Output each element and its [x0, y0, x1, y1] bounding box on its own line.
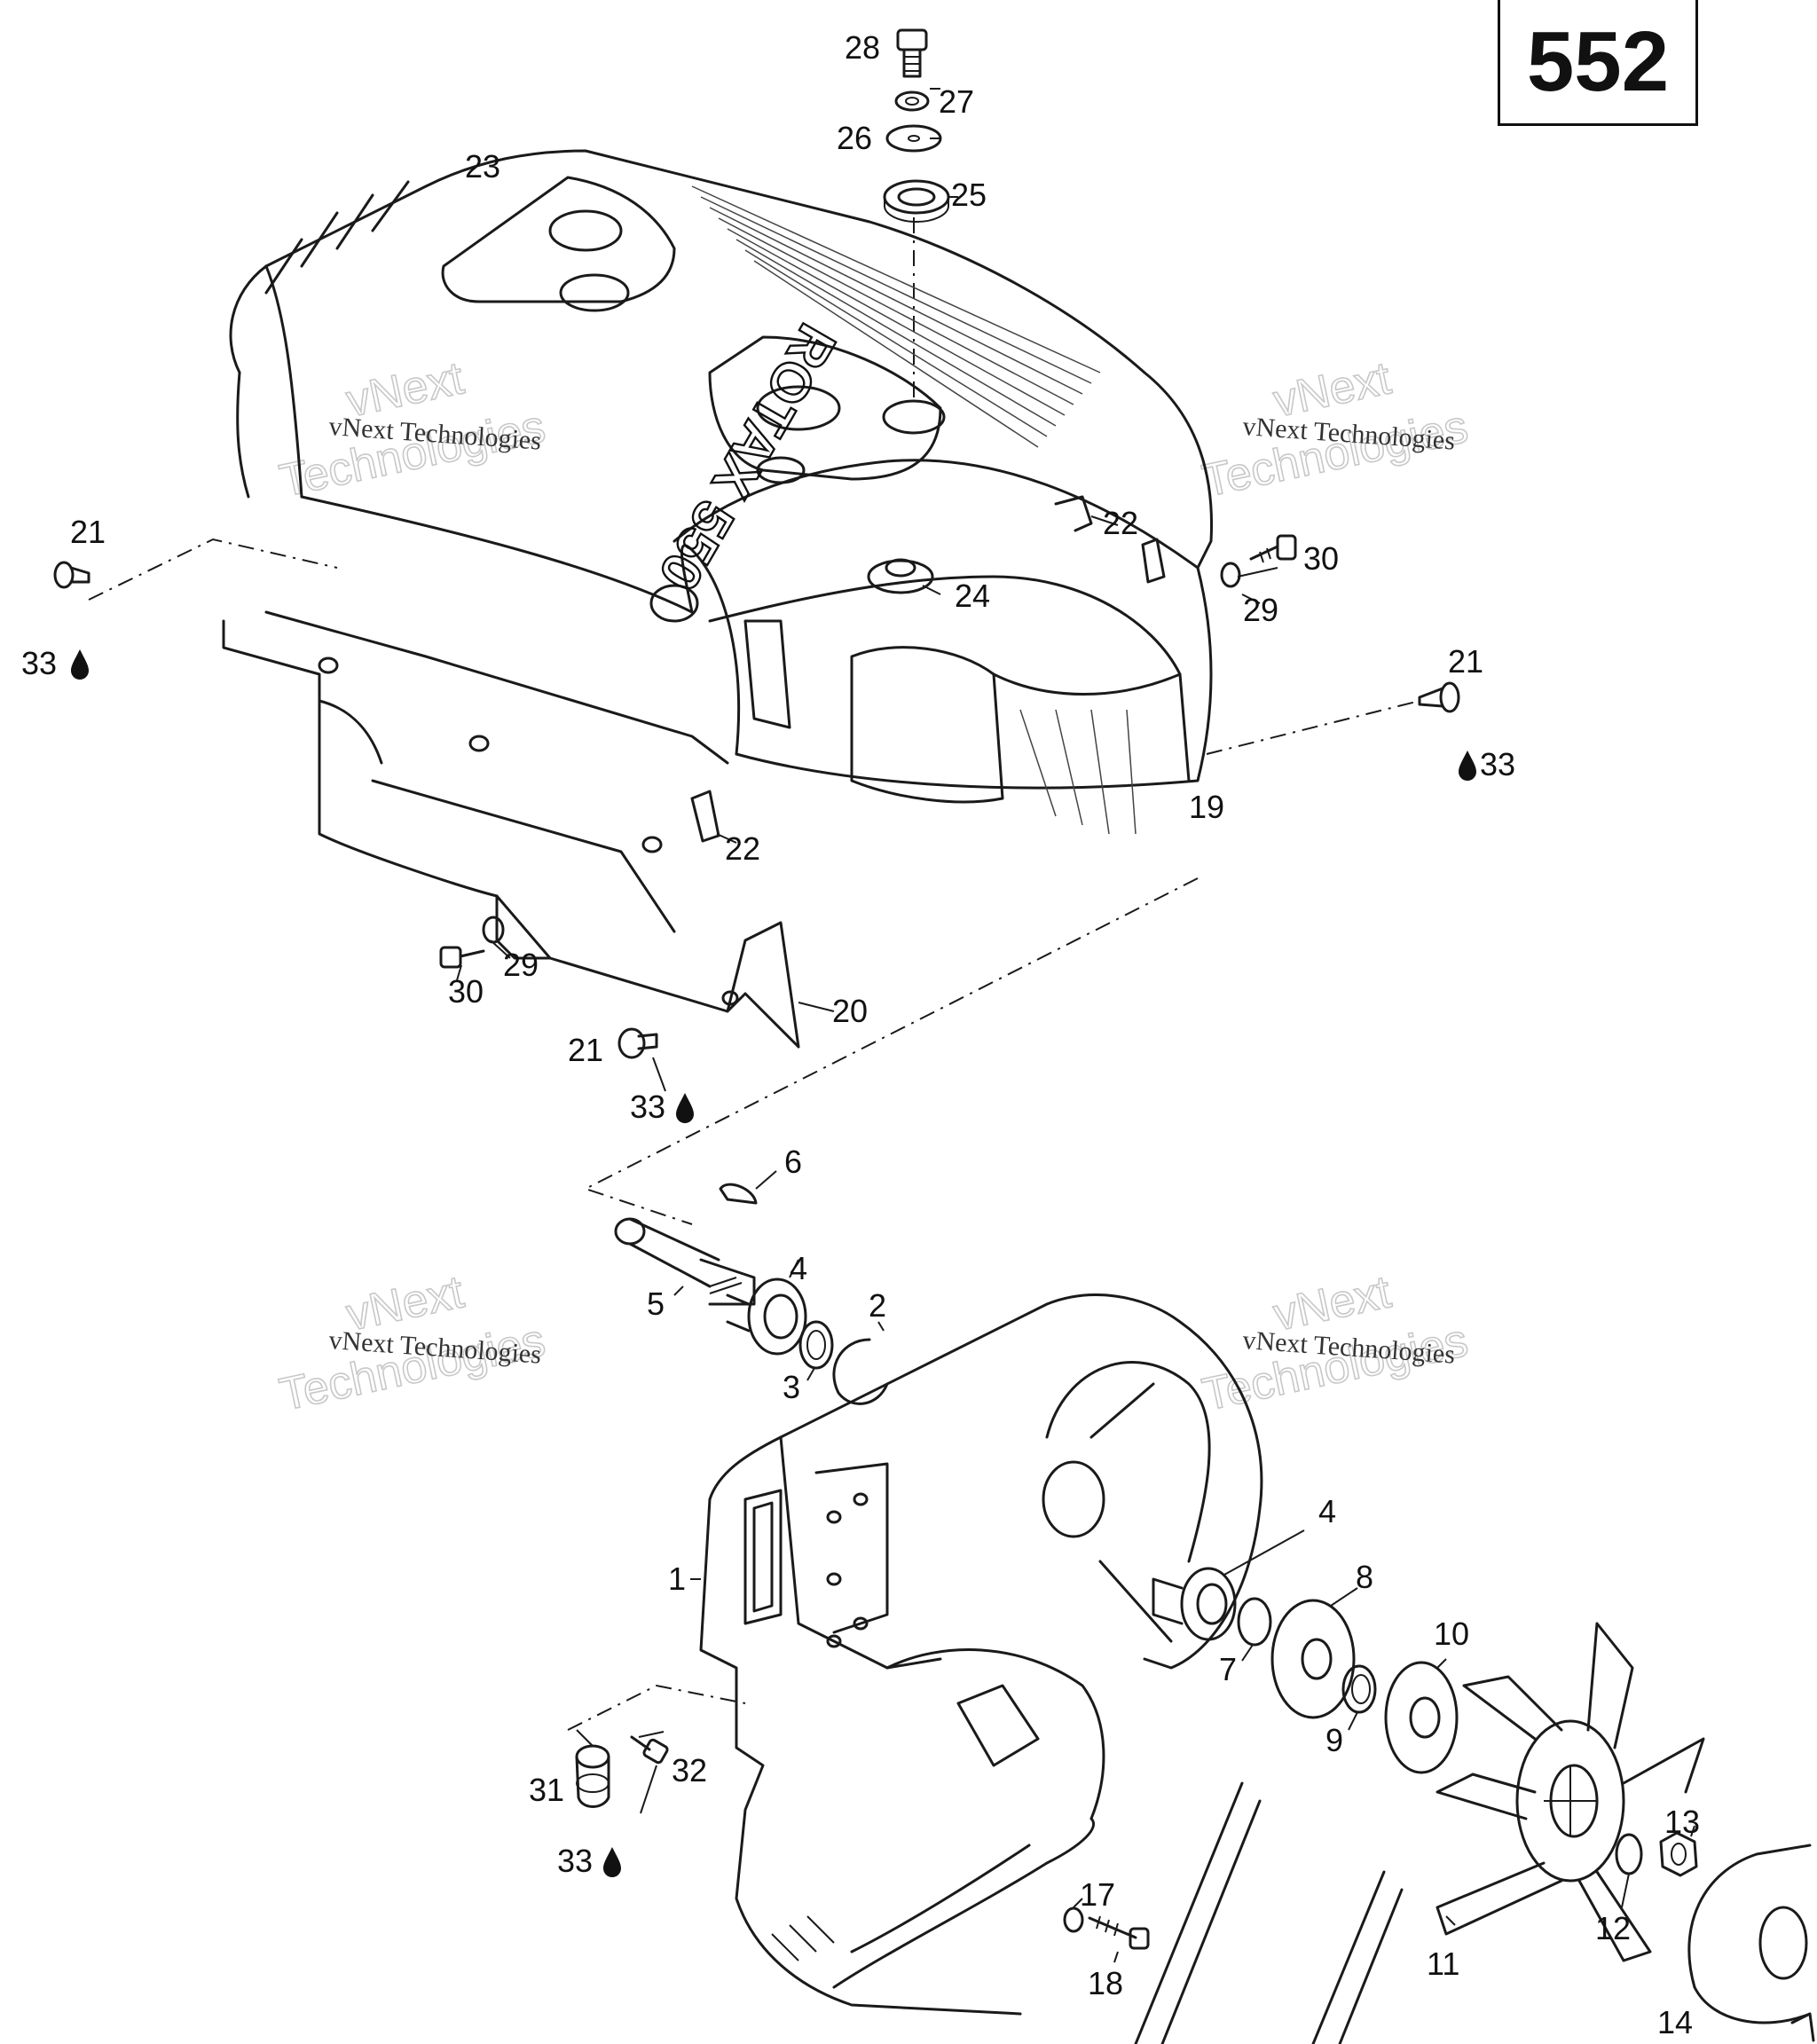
- axis-line-lower: [567, 1684, 746, 1731]
- washer-29-left: [482, 916, 505, 944]
- watermark-bottom-left: vNext Technologies vNext Technologies: [275, 1265, 551, 1421]
- callout-33-left: 33: [21, 645, 57, 681]
- rivet-21-bottom: [617, 1027, 658, 1059]
- page-number: 552: [1526, 13, 1670, 109]
- callout-18: 18: [1088, 1965, 1123, 2001]
- spacer-7: [1237, 1597, 1272, 1647]
- callout-1: 1: [668, 1561, 686, 1597]
- callout-17: 17: [1080, 1876, 1115, 1913]
- callout-33-lower: 33: [557, 1843, 593, 1879]
- fan-housing-23: [229, 149, 1214, 835]
- callout-29-right: 29: [1243, 592, 1278, 628]
- callout-7: 7: [1219, 1651, 1237, 1687]
- axis-line-left: [88, 538, 338, 601]
- page-number-box: 552: [1498, 0, 1698, 126]
- callout-labels: 28 27 26 25 23 22 24 30 29 21 33 21 33 1…: [21, 29, 1700, 2040]
- rivet-21-right: [1418, 681, 1460, 713]
- callout-33-bottom: 33: [630, 1089, 665, 1125]
- nut-13: [1659, 1831, 1698, 1877]
- callout-23: 23: [465, 148, 500, 185]
- screw-18: [1088, 1915, 1150, 1950]
- grommet-31: [575, 1744, 610, 1808]
- grommet-25: [883, 179, 950, 223]
- embossed-rotax-text: ROTAX 550: [647, 314, 847, 601]
- callout-30-left: 30: [448, 973, 484, 1010]
- fan-11: [1436, 1622, 1705, 1962]
- drop-icon: [676, 1093, 694, 1123]
- axis-line-right: [1206, 700, 1420, 755]
- callout-19: 19: [1189, 789, 1224, 825]
- callout-13: 13: [1664, 1804, 1700, 1840]
- callout-28: 28: [845, 29, 880, 66]
- drop-icon: [603, 1847, 621, 1877]
- callout-25: 25: [951, 177, 987, 213]
- rivet-21-left: [53, 561, 90, 589]
- washer-29-right: [1220, 562, 1241, 588]
- callout-33-right: 33: [1480, 746, 1515, 782]
- drop-icon: [1459, 751, 1476, 781]
- bolt-28: [896, 28, 928, 78]
- screw-30-right: [1249, 534, 1297, 563]
- callout-12: 12: [1595, 1910, 1631, 1946]
- callout-32: 32: [672, 1752, 707, 1788]
- screw-32: [630, 1735, 669, 1765]
- shroud-20: [222, 610, 800, 1049]
- callout-29-left: 29: [503, 947, 539, 983]
- pulley-half-8: [1270, 1599, 1356, 1719]
- callout-22-bottom: 22: [725, 830, 760, 867]
- watermark-top-right: vNext Technologies vNext Technologies: [1198, 351, 1474, 507]
- watermark-bottom-right: vNext Technologies vNext Technologies: [1198, 1265, 1474, 1421]
- lubricant-drop-icons: [71, 649, 1476, 1877]
- callout-26: 26: [837, 120, 872, 156]
- callout-2: 2: [869, 1287, 886, 1324]
- washer-12: [1615, 1833, 1643, 1875]
- callout-8: 8: [1356, 1559, 1373, 1595]
- watermark-top-left: vNext Technologies vNext Technologies: [275, 351, 551, 507]
- callout-3: 3: [783, 1369, 800, 1405]
- callout-21-right: 21: [1448, 643, 1483, 680]
- callout-14: 14: [1657, 2004, 1693, 2040]
- axis-line-middle: [583, 877, 1199, 1225]
- clip-22-top: [1054, 495, 1166, 584]
- bearing-4-lower: [1152, 1567, 1237, 1641]
- spacer-3: [798, 1320, 834, 1370]
- callout-24: 24: [955, 578, 990, 614]
- callout-22-top: 22: [1103, 505, 1138, 541]
- pulley-half-10: [1384, 1661, 1459, 1774]
- callout-21-left: 21: [70, 514, 106, 550]
- callout-6: 6: [784, 1144, 802, 1180]
- callout-5: 5: [647, 1285, 665, 1322]
- washer-17: [1063, 1906, 1084, 1933]
- pulley-14: [1687, 1844, 1815, 2042]
- clip-22-bottom: [690, 790, 720, 843]
- leader-lines: [456, 88, 1695, 1963]
- circlip-2: [832, 1338, 889, 1405]
- callout-27: 27: [939, 83, 974, 120]
- callout-10: 10: [1434, 1616, 1469, 1652]
- fan-housing-1: [699, 1293, 1263, 2016]
- shaft-5: [614, 1217, 756, 1306]
- bearing-4-upper: [726, 1278, 807, 1356]
- screw-30-left: [439, 946, 485, 969]
- callout-4-lower: 4: [1318, 1493, 1336, 1529]
- shim-9: [1341, 1664, 1377, 1714]
- callout-21-bottom: 21: [568, 1032, 603, 1068]
- callout-4-upper: 4: [790, 1250, 807, 1286]
- callout-20: 20: [832, 993, 868, 1029]
- callout-30-right: 30: [1303, 540, 1339, 577]
- grommet-24: [867, 558, 934, 594]
- washer-27: [894, 90, 930, 112]
- callout-9: 9: [1325, 1722, 1343, 1758]
- drop-icon: [71, 649, 89, 680]
- callout-31: 31: [529, 1772, 564, 1808]
- key-6: [719, 1183, 758, 1205]
- callout-11: 11: [1427, 1946, 1459, 1982]
- belt: [1134, 1781, 1404, 2044]
